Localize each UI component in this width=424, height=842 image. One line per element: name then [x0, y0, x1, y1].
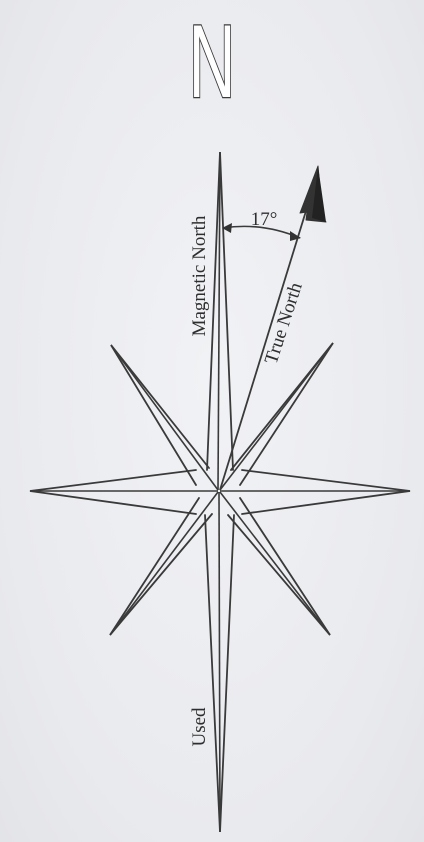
used-label: Used	[189, 707, 210, 747]
north-symbol: N	[189, 4, 236, 119]
true-north-label: True North	[261, 280, 307, 367]
declination-label: 17°	[251, 209, 278, 230]
intercardinal-star	[110, 343, 333, 635]
magnetic-north-label: Magnetic North	[189, 215, 210, 336]
